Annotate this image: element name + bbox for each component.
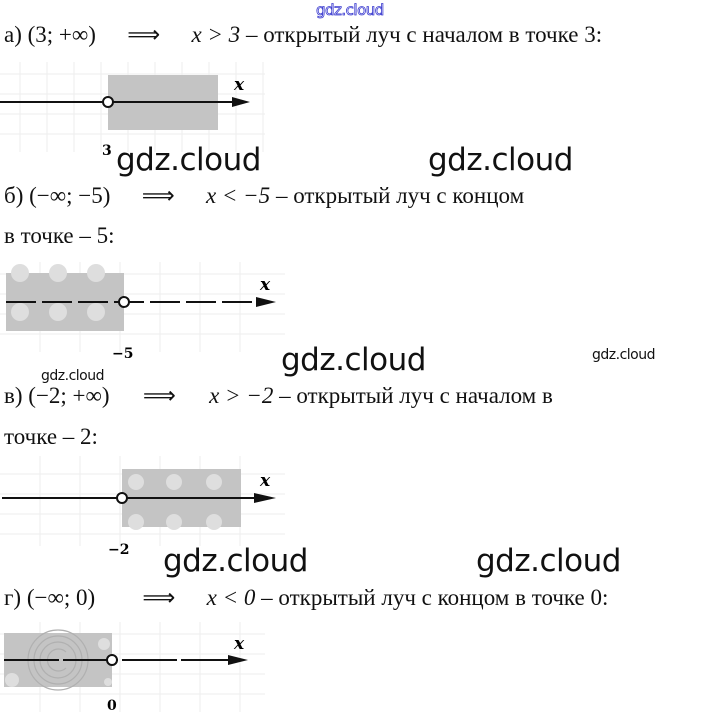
implies-arrow-icon: ⟹ [142,383,176,408]
number-line-c: x −2 [0,456,285,556]
open-point [102,96,114,108]
watermark: gdz.cloud [281,342,426,378]
item-a-label: а) [4,22,22,47]
item-c-interval: (−2; +∞) [28,383,110,408]
axis-arrow-icon [228,655,248,665]
shade-dots [128,474,222,530]
watermark: gdz.cloud [428,142,573,178]
item-b-statement-cont: в точке – 5: [4,223,115,248]
item-b-interval: (−∞; −5) [29,183,111,208]
axis-arrow-icon [232,97,250,107]
watermark: gdz.cloud [163,543,308,579]
item-c-label: в) [4,383,23,408]
implies-arrow-icon: ⟹ [142,585,176,610]
number-line-a: x 3 [0,62,265,159]
item-b-inequality: x < −5 [205,183,271,208]
item-b-label: б) [4,183,24,208]
watermark: gdz.cloud [592,347,655,363]
axis-arrow-icon [254,493,276,503]
number-line-b: x −5 [0,262,285,362]
point-label: −5 [112,346,133,362]
open-point [116,492,128,504]
item-c-inequality: x > −2 [209,383,274,408]
axis-arrow-icon [256,297,276,307]
point-label: 3 [102,143,112,159]
item-d-statement: г) (−∞; 0) ⟹ x < 0 – открытый луч с конц… [4,585,608,611]
axis-label: x [259,275,271,295]
item-b-statement: б) (−∞; −5) ⟹ x < −5 – открытый луч с ко… [4,183,524,209]
item-b-description: – открытый луч с концом [275,183,525,208]
watermark: gdz.cloud [116,142,261,178]
shade-dots [11,264,105,321]
item-d-inequality: x < 0 [206,585,256,610]
item-d-description: – открытый луч с концом в точке 0: [261,585,609,610]
axis-label: x [233,75,245,95]
open-point [118,296,130,308]
item-c-statement: в) (−2; +∞) ⟹ x > −2 – открытый луч с на… [4,383,553,409]
item-a-inequality: x > 3 [191,22,241,47]
watermark: gdz.cloud [41,368,104,384]
item-c-description: – открытый луч с началом в [279,383,553,408]
item-a-interval: (3; +∞) [27,22,96,47]
item-d-interval: (−∞; 0) [26,585,96,610]
point-label: 0 [107,698,117,714]
watermark-top: gdz.cloud [316,1,385,20]
item-a-statement: а) (3; +∞) ⟹ x > 3 – открытый луч с нача… [4,22,602,48]
shade-dots [5,638,112,687]
implies-arrow-icon: ⟹ [127,22,161,47]
watermark: gdz.cloud [476,543,621,579]
point-label: −2 [108,542,129,556]
item-c-statement-cont: точке – 2: [4,424,98,449]
open-point [106,654,118,666]
implies-arrow-icon: ⟹ [141,183,175,208]
number-line-d: x 0 [0,622,265,714]
axis-label: x [259,471,271,491]
item-a-description: – открытый луч с началом в точке 3: [245,22,603,47]
item-d-label: г) [4,585,22,610]
axis-label: x [233,634,245,654]
